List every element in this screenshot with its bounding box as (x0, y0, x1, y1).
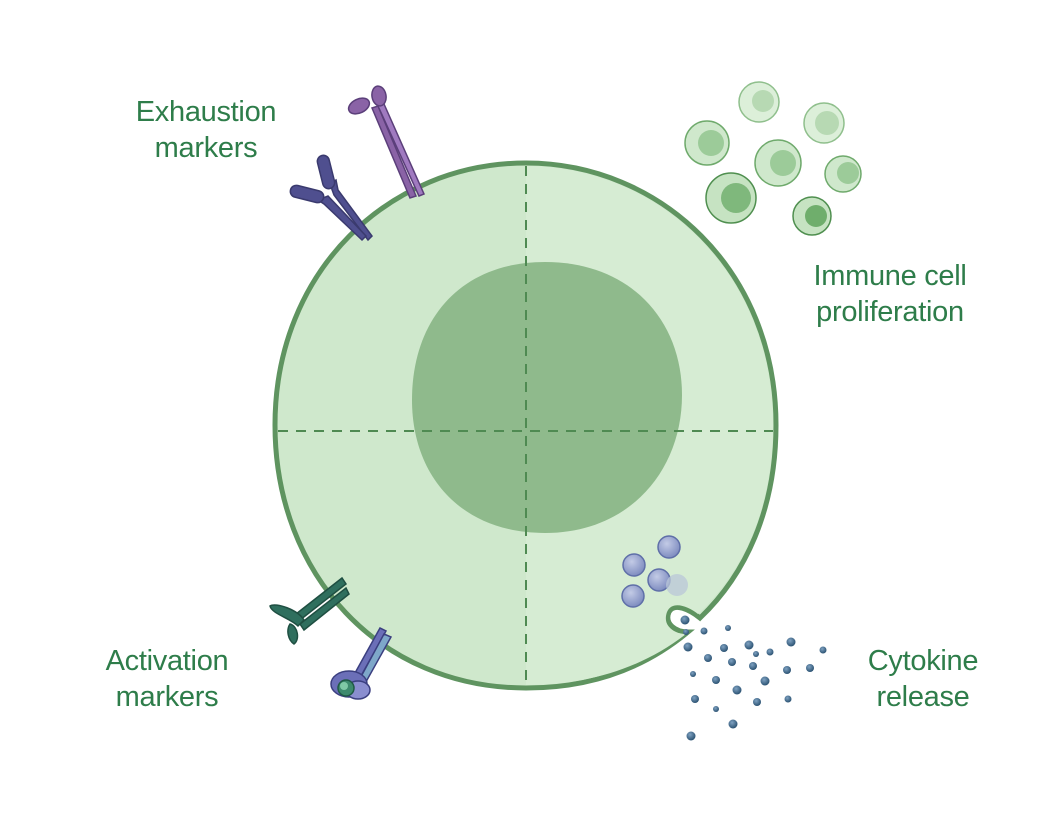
exhaustion-receptor-indigo (289, 154, 373, 242)
receptor-complex-icon (269, 576, 393, 700)
nucleus (412, 262, 682, 533)
prolif-cell (824, 155, 862, 193)
vesicle (657, 535, 681, 559)
label-line: release (876, 681, 970, 713)
vesicle (622, 553, 646, 577)
label-exhaustion-markers: Exhaustion markers (118, 94, 294, 166)
activation-receptor-teal (269, 576, 350, 645)
prolif-cell (792, 196, 832, 236)
prolif-cell (684, 120, 730, 166)
label-activation-markers: Activation markers (86, 643, 248, 715)
cell-cluster-icon (684, 81, 862, 236)
label-line: markers (154, 132, 258, 164)
activation-receptor-blue (330, 627, 393, 700)
prolif-cell (738, 81, 780, 123)
label-line: Activation (105, 645, 229, 677)
label-line: Cytokine (867, 645, 979, 677)
prolif-cell (705, 172, 757, 224)
label-line: markers (115, 681, 219, 713)
exhaustion-receptor-purple (347, 85, 426, 199)
prolif-cell (754, 139, 802, 187)
label-immune-cell-proliferation: Immune cell proliferation (796, 258, 984, 330)
label-line: Immune cell (813, 260, 967, 292)
label-line: proliferation (816, 296, 964, 328)
secreted-particles-icon (621, 535, 827, 741)
prolif-cell (803, 102, 845, 144)
antibody-receptor-icon (289, 85, 426, 242)
main-cell (272, 160, 779, 691)
label-cytokine-release: Cytokine release (848, 643, 998, 715)
vesicle (621, 584, 645, 608)
label-line: Exhaustion (135, 96, 277, 128)
vesicle (666, 574, 688, 596)
